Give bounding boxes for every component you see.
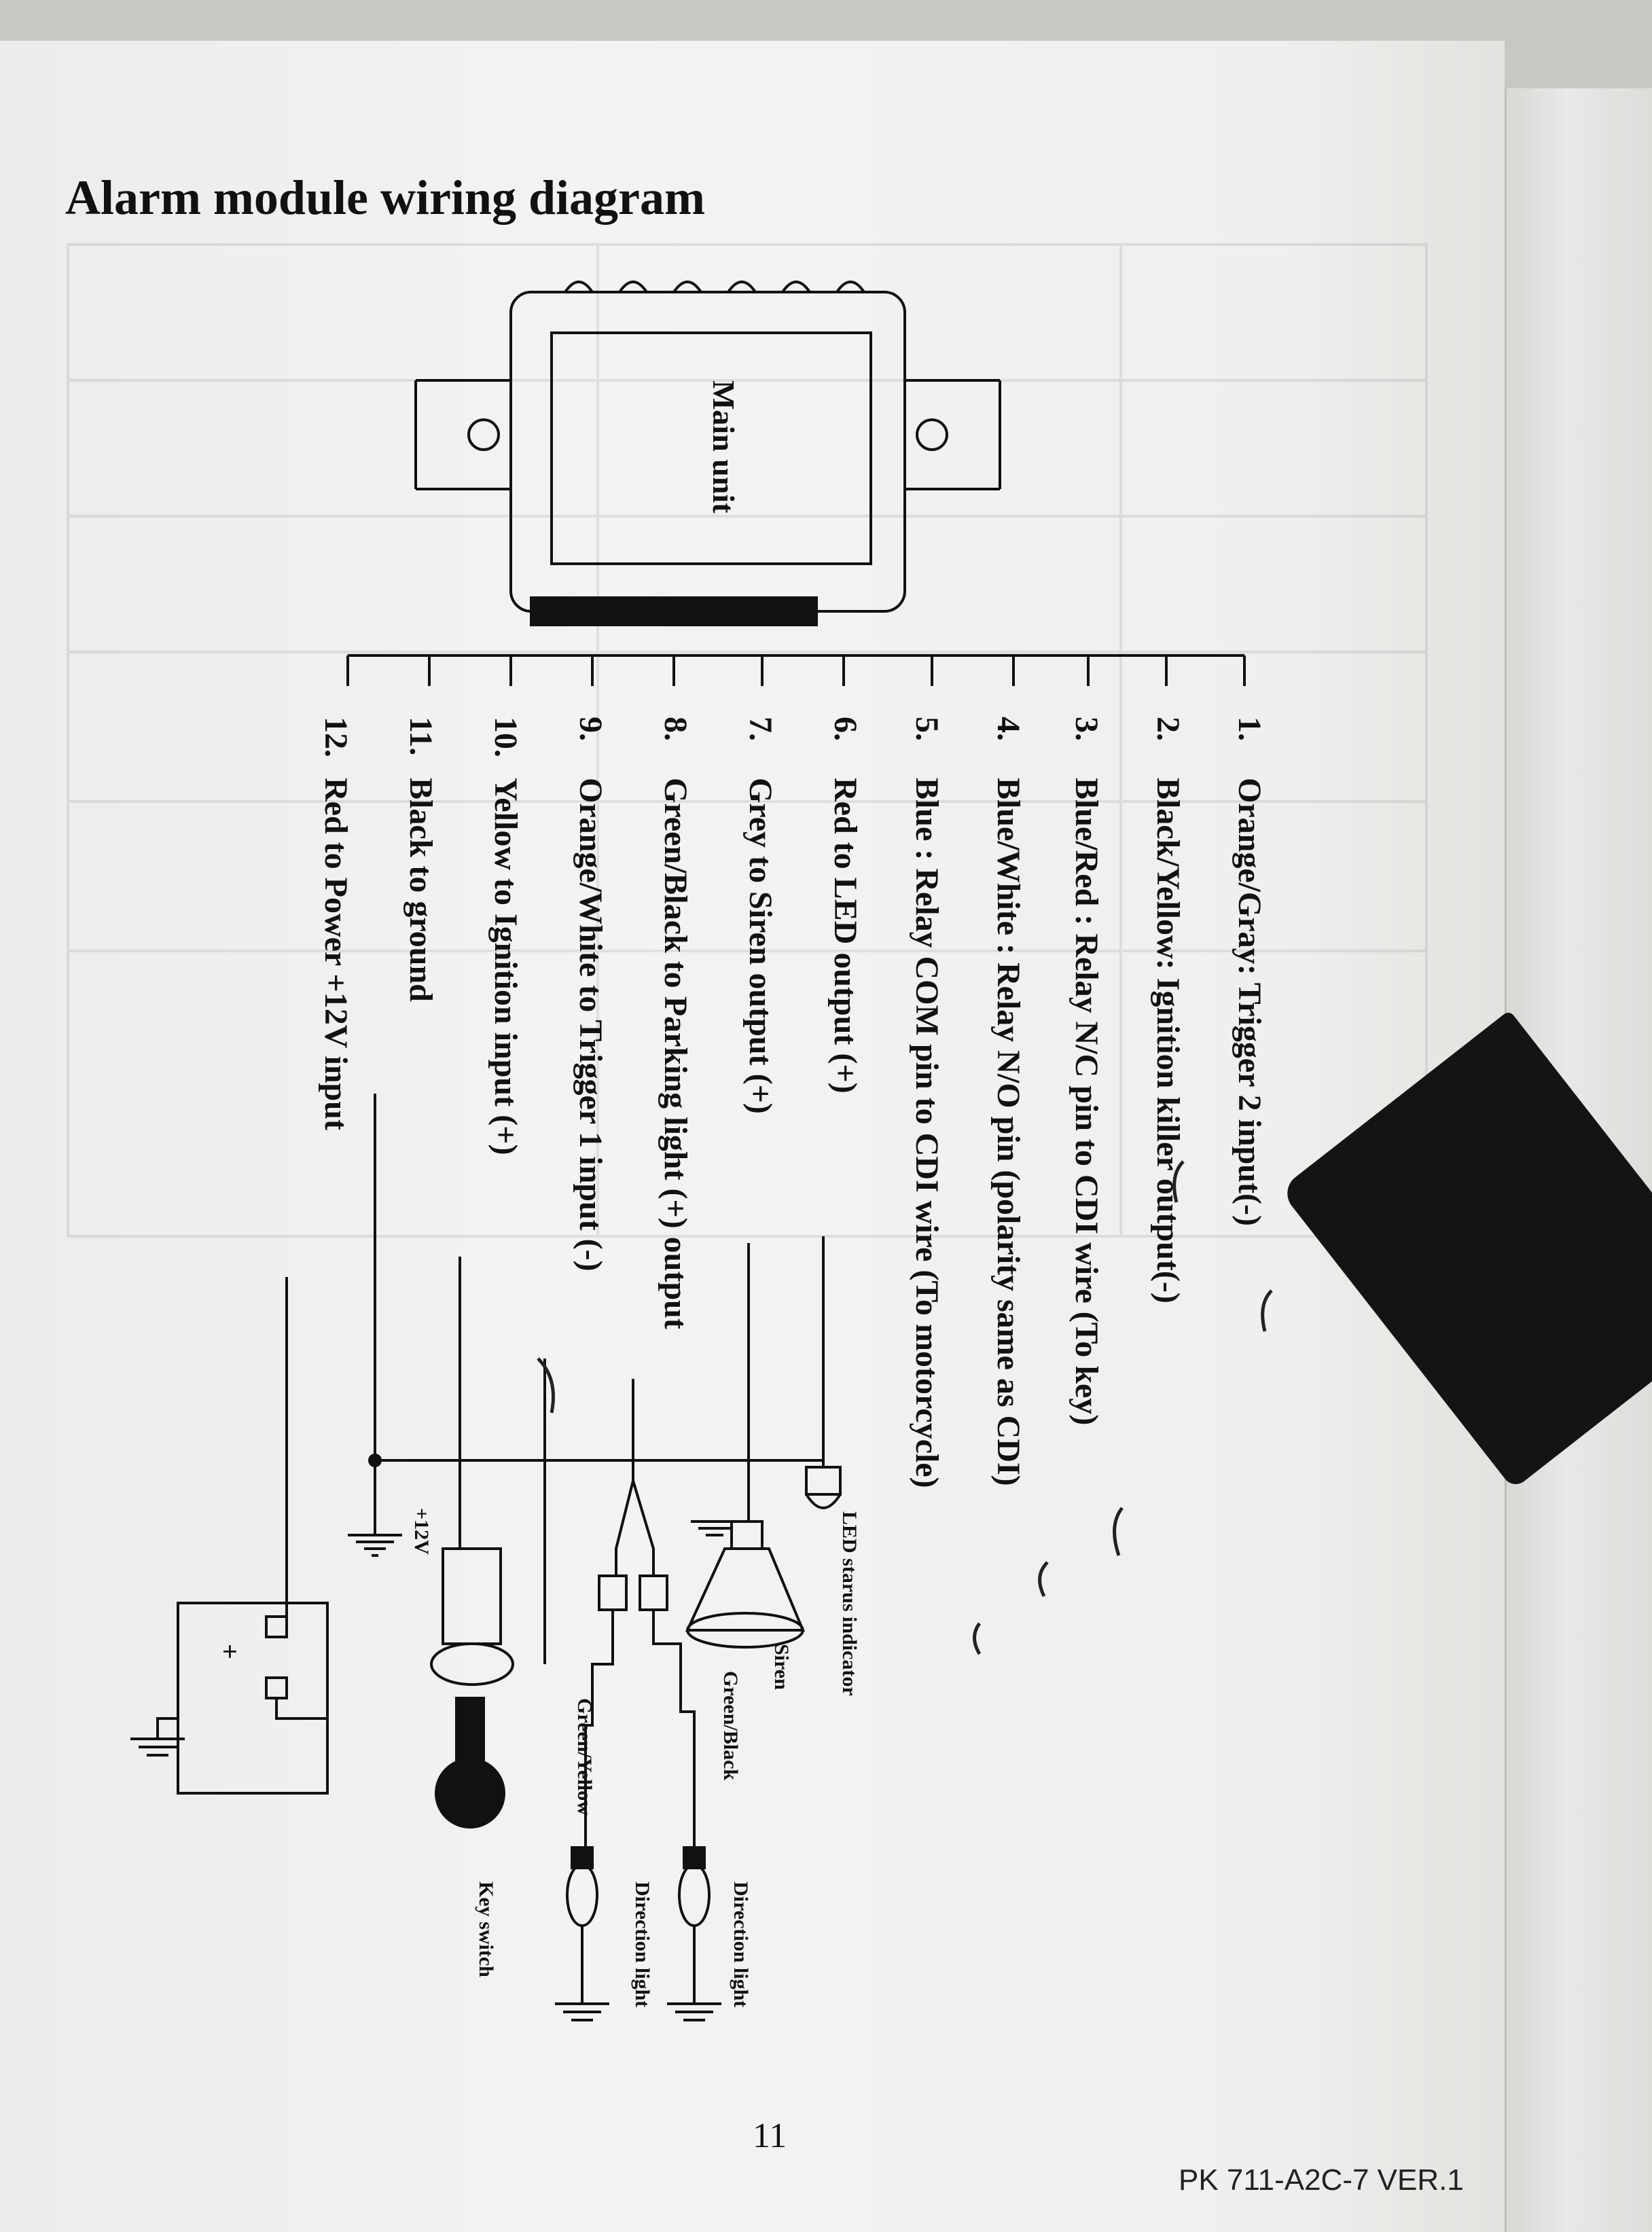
wire-label: Red to LED output (+) [827, 778, 863, 1094]
wire-item-2: 2. Black/Yellow: Ignition killer output(-… [1149, 717, 1187, 1303]
battery-plus-label: + [215, 1644, 245, 1659]
wire-item-12: 12. Red to Power +12V input [317, 717, 355, 1130]
wire-item-6: 6. Red to LED output (+) [827, 717, 864, 1094]
wire-label: Orange/White to Trigger 1 input (-) [573, 778, 609, 1272]
green-yellow-label: Green/Yellow [573, 1698, 596, 1816]
plus12v-label: +12V [410, 1508, 433, 1555]
wire-number: 2. [1150, 717, 1186, 741]
wire-number: 12. [318, 717, 354, 757]
green-black-label: Green/Black [719, 1671, 742, 1781]
wire-label: Yellow to Ignition input (+) [488, 778, 524, 1155]
ground-symbols [130, 1520, 738, 2021]
wire-label: Orange/Gray: Trigger 2 input(-) [1232, 778, 1268, 1226]
led-indicator [805, 1466, 842, 1509]
wire-number: 3. [1069, 717, 1105, 741]
page-number: 11 [753, 2117, 787, 2155]
wire-item-8: 8. Green/Black to Parking light (+) outpu… [657, 717, 694, 1329]
wire-number: 8. [658, 717, 694, 741]
main-unit-label: Main unit [706, 380, 741, 514]
direction-light-label-1: Direction light [730, 1882, 752, 2008]
wire-label: Red to Power +12V input [318, 778, 354, 1130]
wire-item-4: 4. Blue/White : Relay N/O pin (polarity s… [990, 717, 1027, 1486]
wire-number: 6. [827, 717, 863, 741]
wire-item-3: 3. Blue/Red : Relay N/C pin to CDI wire (… [1068, 717, 1105, 1425]
handwritten-checkmarks [537, 1160, 1273, 1655]
wire-number: 5. [909, 717, 945, 741]
wire-label: Black to ground [403, 778, 439, 1002]
wire-number: 1. [1232, 717, 1268, 741]
page-code: PK 711-A2C-7 VER.1 [1179, 2163, 1464, 2197]
wire-label: Black/Yellow: Ignition killer output(-) [1150, 778, 1186, 1303]
wire-item-9: 9. Orange/White to Trigger 1 input (-) [572, 717, 609, 1272]
wire-label: Blue : Relay COM pin to CDI wire (To mot… [909, 778, 945, 1488]
wire-item-10: 10. Yellow to Ignition input (+) [487, 717, 524, 1155]
wire-label: Green/Black to Parking light (+) output [658, 778, 694, 1329]
wire-item-5: 5. Blue : Relay COM pin to CDI wire (To m… [908, 717, 946, 1488]
siren-label: Siren [770, 1644, 793, 1690]
siren-symbol [685, 1520, 805, 1649]
wire-item-11: 11. Black to ground [402, 717, 439, 1002]
wire-number: 7. [742, 717, 778, 741]
direction-light-label-2: Direction light [631, 1882, 653, 2008]
key-switch-label: Key switch [475, 1882, 497, 1977]
wire-label: Grey to Siren output (+) [742, 778, 778, 1114]
wire-number: 11. [403, 717, 439, 756]
wire-label: Blue/White : Relay N/O pin (polarity sam… [990, 778, 1026, 1486]
led-label: LED starus indicator [838, 1511, 861, 1696]
manual-page [0, 41, 1505, 2232]
wire-number: 10. [488, 717, 524, 757]
connector-pins [530, 281, 865, 626]
wire-item-1: 1. Orange/Gray: Trigger 2 input(-) [1231, 717, 1268, 1226]
wire-item-7: 7. Grey to Siren output (+) [742, 717, 779, 1114]
wire-number: 4. [990, 717, 1026, 741]
key-switch-symbol [430, 1547, 514, 1829]
wire-number: 9. [573, 717, 609, 741]
wire-label: Blue/Red : Relay N/C pin to CDI wire (To… [1069, 778, 1105, 1426]
page-title: Alarm module wiring diagram [65, 170, 705, 225]
battery-symbol [156, 1602, 329, 1795]
